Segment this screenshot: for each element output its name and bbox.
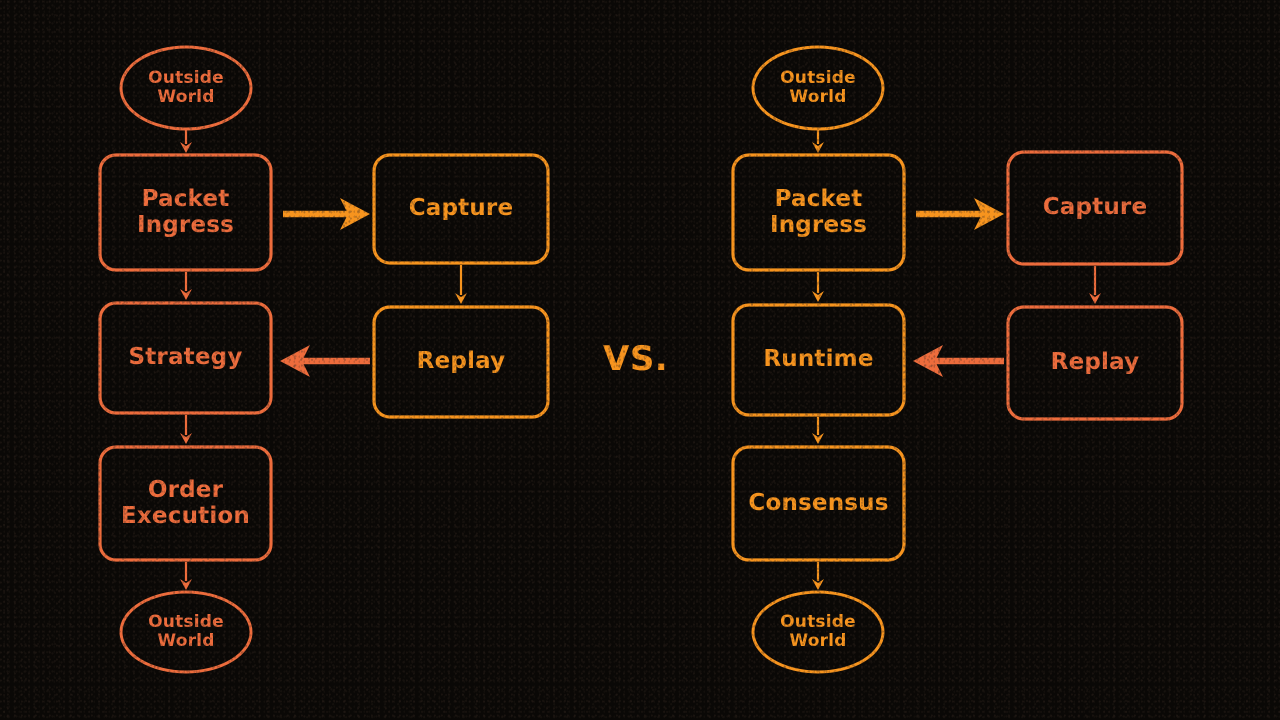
edge-r-packet-to-r-runtime: [812, 272, 824, 302]
edge-l-packet-to-l-strategy: [180, 272, 192, 300]
node-shape-l-replay: [372, 305, 550, 419]
node-shape-r-consensus: [731, 445, 906, 562]
node-shape-r-capture: [1006, 150, 1184, 266]
versus-separator-label: VS.: [603, 339, 669, 379]
edge-r-replay-to-r-runtime: [913, 345, 1004, 377]
node-shape-r-runtime: [731, 303, 906, 417]
node-shape-r-replay: [1006, 305, 1184, 421]
node-shape-l-packet: [98, 153, 273, 272]
edge-l-replay-to-l-strategy: [280, 345, 370, 377]
edge-r-packet-to-r-capture: [916, 198, 1004, 230]
edge-l-capture-to-l-replay: [455, 265, 467, 304]
edge-l-packet-to-l-capture: [283, 198, 370, 230]
node-shape-r-packet: [731, 153, 906, 272]
edge-r-runtime-to-r-consensus: [812, 417, 824, 444]
edge-r-capture-to-r-replay: [1089, 266, 1101, 304]
node-shape-l-strategy: [98, 301, 273, 415]
edge-l-strategy-to-l-order: [180, 415, 192, 444]
node-shape-r-outside-bot: [751, 590, 885, 674]
node-shape-l-order: [98, 445, 273, 562]
node-shape-r-outside-top: [751, 45, 885, 131]
edge-l-order-to-l-outside-bot: [180, 562, 192, 590]
node-shape-l-outside-top: [119, 45, 253, 131]
edge-r-outside-top-to-r-packet: [812, 130, 824, 153]
edge-l-outside-top-to-l-packet: [180, 130, 192, 153]
node-shape-l-outside-bot: [119, 590, 253, 674]
node-shape-l-capture: [372, 153, 550, 265]
edge-r-consensus-to-r-outside-bot: [812, 562, 824, 590]
